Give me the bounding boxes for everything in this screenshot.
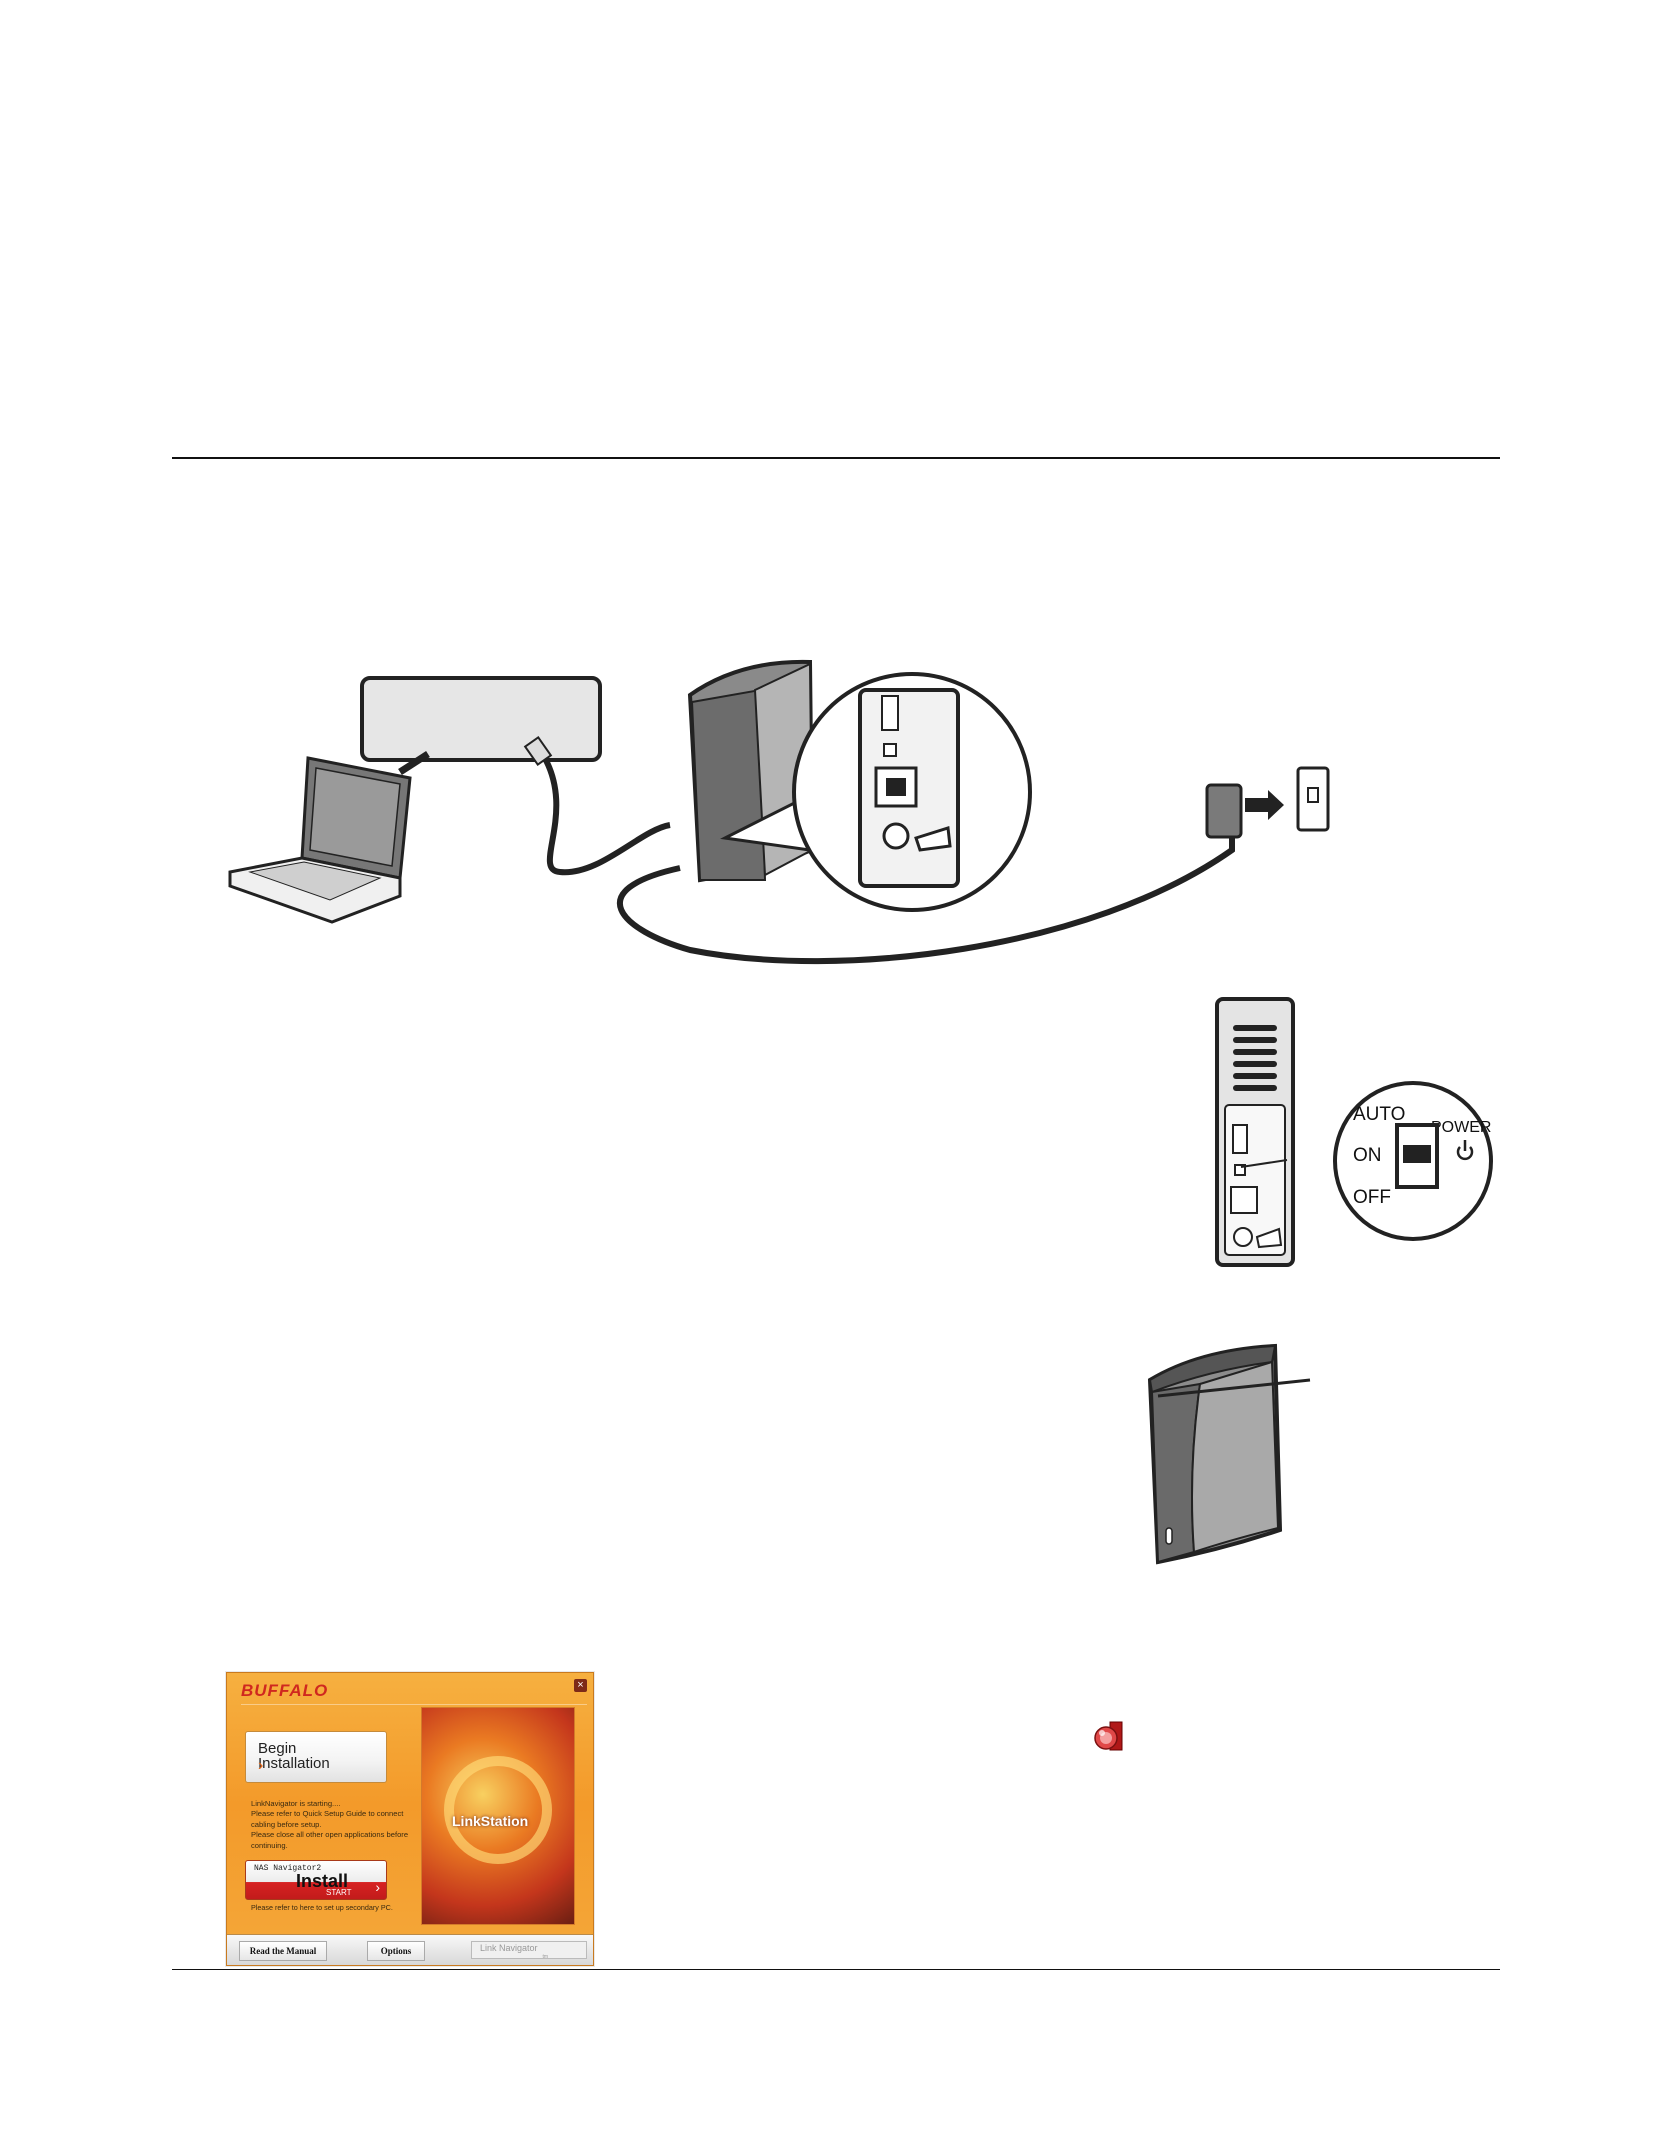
installer-footer: Read the Manual Options Link Navigator t… [227,1934,593,1965]
led-indicator-line [1157,1378,1311,1398]
arrow-right-icon: › [258,1757,264,1774]
begin-label-line2: Installation [258,1755,330,1772]
power-cable [616,835,1235,965]
arrow-right-icon: › [375,1879,380,1895]
router-laptop-cable [398,751,430,775]
status-message: LinkNavigator is starting.... Please ref… [251,1799,421,1851]
ac-adapter [1205,766,1330,839]
power-switch-diagram: AUTO ON OFF POWER [1215,997,1493,1267]
link-navigator-label: Link Navigator [480,1943,538,1953]
lan-cable [537,748,671,876]
start-label: START [326,1888,352,1897]
router-box [360,676,602,762]
switch-power-label: POWER [1431,1119,1491,1136]
linknavigator-installer-window: BUFFALO × Begin Installation › LinkNavig… [226,1672,594,1966]
status-line: LinkNavigator is starting.... [251,1799,341,1808]
linkstation-logo: LinkStation [452,1813,529,1829]
link-navigator-tm: tm [542,1954,548,1960]
decorative-ring [444,1756,552,1864]
status-line: Please close all other open applications… [251,1830,409,1840]
power-icon [1456,1140,1474,1161]
begin-installation-button[interactable]: Begin Installation › [245,1731,387,1783]
bottom-rule [172,1969,1500,1970]
laptop-icon [228,756,412,924]
buffalo-logo: BUFFALO [241,1681,329,1700]
switch-auto-label: AUTO [1353,1104,1405,1125]
connection-diagram [228,659,1330,965]
link-navigator-badge: Link Navigator tm [471,1941,587,1960]
begin-label-line1: Begin [258,1740,297,1757]
secondary-pc-note: Please refer to here to set up secondary… [251,1903,393,1912]
nas-navigator-tray-icon[interactable] [1092,1720,1124,1752]
switch-on-label: ON [1353,1145,1382,1166]
status-line: cabling before setup. [251,1819,322,1829]
options-button[interactable]: Options [367,1941,425,1961]
switch-off-label: OFF [1353,1187,1391,1208]
top-rule [172,457,1500,459]
status-line: continuing. [251,1840,288,1850]
install-label: Install [296,1871,349,1891]
read-manual-button[interactable]: Read the Manual [239,1941,327,1961]
linkstation-artwork: LinkStation [421,1707,575,1925]
status-line: Please refer to Quick Setup Guide to con… [251,1809,404,1819]
nas-front-diagram [1147,1343,1311,1565]
close-button[interactable]: × [574,1679,587,1692]
nas-navigator-label: NAS Navigator2 [254,1864,322,1873]
header-divider [241,1704,587,1705]
nas-navigator-install-button[interactable]: NAS Navigator2 Install START › [245,1860,387,1900]
